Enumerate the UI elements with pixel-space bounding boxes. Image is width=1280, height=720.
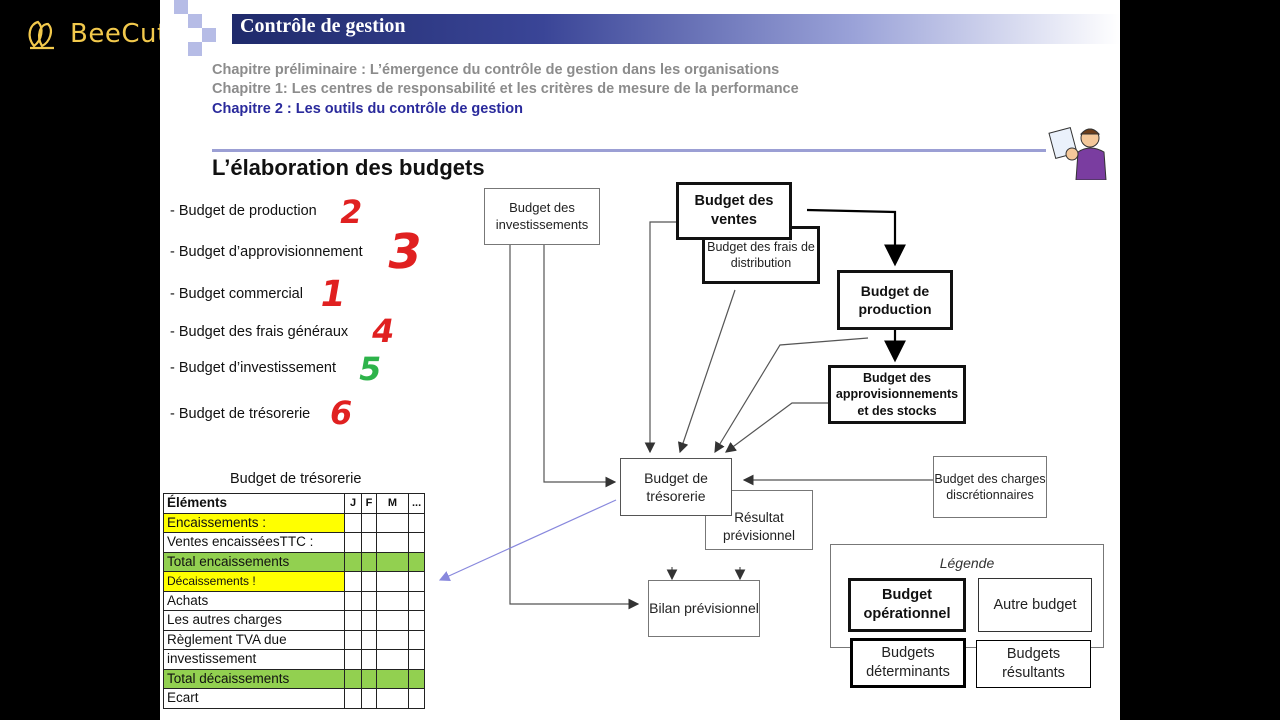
diagram-arrows xyxy=(438,208,934,610)
mascot-clipart-icon xyxy=(1048,126,1107,180)
table-row: Achats xyxy=(163,590,426,611)
legend-autre-budget: Autre budget xyxy=(978,578,1092,632)
table-row: Règlement TVA due xyxy=(163,629,426,650)
chapter-1: Chapitre 1: Les centres de responsabilit… xyxy=(212,81,799,97)
row-label: Total décaissements xyxy=(163,668,345,689)
row-label: Encaissements : xyxy=(163,512,345,533)
box-budget-tresorerie: Budget de trésorerie xyxy=(620,458,732,516)
budget-list-item: - Budget des frais généraux xyxy=(170,324,349,340)
box-budget-approvisionnements: Budget des approvisionnements et des sto… xyxy=(828,365,966,424)
box-budget-ventes: Budget des ventes xyxy=(676,182,792,240)
decor-square xyxy=(202,28,216,42)
row-label: investissement xyxy=(163,649,345,670)
table-row: Les autres charges xyxy=(163,610,426,631)
decor-square xyxy=(188,42,202,56)
box-bilan-previsionnel: Bilan prévisionnel xyxy=(648,580,760,637)
bee-logo-icon xyxy=(28,20,54,50)
legend-budgets-determinants: Budgets déterminants xyxy=(850,638,966,688)
chapter-preliminaire: Chapitre préliminaire : L’émergence du c… xyxy=(212,62,780,78)
table-row: Décaissements ! xyxy=(163,571,426,592)
table-row: Encaissements : xyxy=(163,512,426,533)
budget-list-item: - Budget commercial xyxy=(170,286,303,302)
row-label: Les autres charges xyxy=(163,610,345,631)
brand-name: BeeCut xyxy=(70,19,168,49)
decor-square xyxy=(174,0,188,14)
box-budget-investissements: Budget des investissements xyxy=(484,188,600,245)
budget-list-item: - Budget de production xyxy=(170,203,317,219)
table-header-row: Éléments J F M ... xyxy=(163,493,426,514)
legend-frame: Légende xyxy=(830,544,1104,648)
treasury-table: Éléments J F M ... Encaissements : Vente… xyxy=(163,493,426,709)
row-label: Total encaissements xyxy=(163,551,345,572)
box-budget-production: Budget de production xyxy=(837,270,953,330)
table-row: Total décaissements xyxy=(163,668,426,689)
budget-list-item: - Budget d’approvisionnement xyxy=(170,244,363,260)
table-row: Ecart xyxy=(163,688,426,709)
decor-square xyxy=(188,14,202,28)
table-row: Total encaissements xyxy=(163,551,426,572)
row-label: Décaissements ! xyxy=(163,571,345,592)
slide-title: Contrôle de gestion xyxy=(240,15,406,37)
beecut-watermark: BeeCut xyxy=(22,14,168,54)
section-divider xyxy=(212,149,1046,152)
legend-budgets-resultants: Budgets résultants xyxy=(976,640,1091,688)
box-budget-charges-discretionnaires: Budget des charges discrétionnaires xyxy=(933,456,1047,518)
budget-list-item: - Budget de trésorerie xyxy=(170,406,311,422)
header-bar xyxy=(232,14,1120,44)
row-label: Achats xyxy=(163,590,345,611)
legend-budget-operationnel: Budget opérationnel xyxy=(848,578,966,632)
legend-title: Légende xyxy=(939,555,995,571)
treasury-table-caption: Budget de trésorerie xyxy=(230,471,362,487)
chapter-2-active: Chapitre 2 : Les outils du contrôle de g… xyxy=(212,101,523,117)
budget-list-item: - Budget d’investissement xyxy=(170,360,337,376)
section-title: L’élaboration des budgets xyxy=(212,155,485,180)
slide: Contrôle de gestion Chapitre préliminair… xyxy=(160,0,1120,720)
